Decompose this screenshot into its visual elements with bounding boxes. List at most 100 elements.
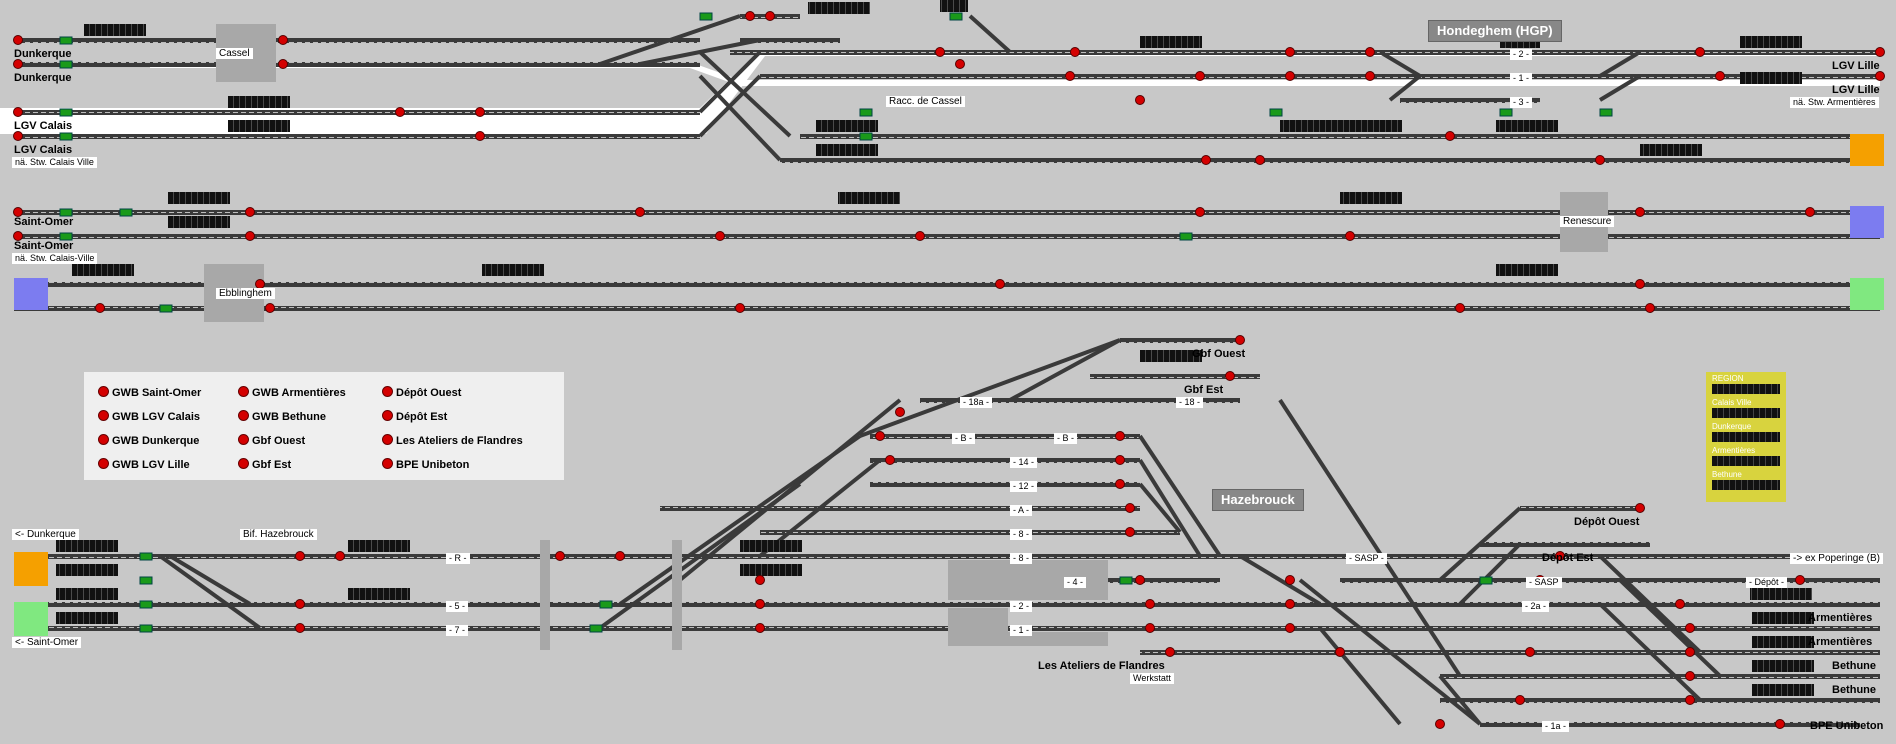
- signal-aspect-green[interactable]: [59, 132, 73, 141]
- signal-light[interactable]: [13, 59, 23, 69]
- signal-light[interactable]: [1125, 527, 1135, 537]
- signal-aspect-green[interactable]: [1599, 108, 1613, 117]
- legend-item[interactable]: Dépôt Ouest: [382, 386, 461, 399]
- signal-light[interactable]: [1795, 575, 1805, 585]
- signal-light[interactable]: [1285, 47, 1295, 57]
- signal-counter[interactable]: [1496, 120, 1558, 132]
- track-diagonal[interactable]: [1598, 554, 1702, 654]
- signal-light[interactable]: [1195, 207, 1205, 217]
- section-green-mid[interactable]: [1850, 278, 1884, 310]
- signal-counter[interactable]: [740, 564, 802, 576]
- signal-light[interactable]: [1165, 647, 1175, 657]
- track-diagonal[interactable]: [1238, 554, 1322, 606]
- signal-light[interactable]: [1685, 671, 1695, 681]
- signal-counter[interactable]: [56, 588, 118, 600]
- track-segment[interactable]: [1440, 674, 1880, 679]
- signal-aspect-green[interactable]: [139, 552, 153, 561]
- signal-aspect-green[interactable]: [599, 600, 613, 609]
- legend-item[interactable]: GWB Dunkerque: [98, 434, 199, 447]
- signal-aspect-green[interactable]: [59, 36, 73, 45]
- track-diagonal[interactable]: [1138, 458, 1202, 558]
- track-segment[interactable]: [1120, 338, 1240, 343]
- signal-counter[interactable]: [1750, 588, 1812, 600]
- signal-light[interactable]: [295, 599, 305, 609]
- signal-light[interactable]: [1135, 95, 1145, 105]
- signal-counter[interactable]: [740, 540, 802, 552]
- signal-light[interactable]: [995, 279, 1005, 289]
- signal-counter[interactable]: [56, 564, 118, 576]
- signal-light[interactable]: [1595, 155, 1605, 165]
- track-segment[interactable]: [1400, 98, 1540, 103]
- signal-light[interactable]: [1525, 647, 1535, 657]
- signal-light[interactable]: [1115, 455, 1125, 465]
- signal-light[interactable]: [715, 231, 725, 241]
- signal-aspect-green[interactable]: [139, 576, 153, 585]
- signal-light[interactable]: [885, 455, 895, 465]
- section-orange-left[interactable]: [14, 552, 48, 586]
- track-segment[interactable]: [14, 134, 700, 139]
- signal-counter[interactable]: [1740, 72, 1802, 84]
- signal-light[interactable]: [1065, 71, 1075, 81]
- track-diagonal[interactable]: [968, 14, 1012, 54]
- section-blue-left[interactable]: [14, 278, 48, 310]
- signal-light[interactable]: [1435, 719, 1445, 729]
- track-segment[interactable]: [14, 602, 1880, 607]
- track-segment[interactable]: [800, 134, 1880, 139]
- signal-light[interactable]: [295, 551, 305, 561]
- legend-item[interactable]: GWB LGV Calais: [98, 410, 200, 423]
- track-diagonal[interactable]: [1458, 542, 1522, 606]
- track-diagonal[interactable]: [1278, 398, 1462, 678]
- track-segment[interactable]: [730, 50, 1880, 55]
- signal-light[interactable]: [1070, 47, 1080, 57]
- track-segment[interactable]: [1340, 578, 1880, 583]
- signal-counter[interactable]: [56, 612, 118, 624]
- signal-counter[interactable]: [1340, 120, 1402, 132]
- legend-item[interactable]: GWB Armentières: [238, 386, 346, 399]
- signal-light[interactable]: [1775, 719, 1785, 729]
- signal-light[interactable]: [1685, 647, 1695, 657]
- signal-light[interactable]: [1115, 479, 1125, 489]
- track-segment[interactable]: [760, 554, 1180, 559]
- signal-counter[interactable]: [1280, 120, 1342, 132]
- signal-aspect-green[interactable]: [119, 208, 133, 217]
- track-segment[interactable]: [920, 398, 1240, 403]
- track-segment[interactable]: [1140, 650, 1880, 655]
- signal-light[interactable]: [615, 551, 625, 561]
- region-counter[interactable]: [1712, 408, 1780, 418]
- track-diagonal[interactable]: [168, 554, 252, 606]
- signal-counter[interactable]: [838, 192, 900, 204]
- legend-item[interactable]: Gbf Est: [238, 458, 291, 471]
- signal-counter[interactable]: [1740, 36, 1802, 48]
- signal-light[interactable]: [1685, 695, 1695, 705]
- track-segment[interactable]: [870, 434, 1140, 439]
- signal-light[interactable]: [955, 59, 965, 69]
- track-diagonal[interactable]: [859, 338, 1121, 438]
- signal-aspect-green[interactable]: [59, 208, 73, 217]
- track-segment[interactable]: [870, 458, 1140, 463]
- legend-item[interactable]: GWB Saint-Omer: [98, 386, 201, 399]
- signal-light[interactable]: [1675, 599, 1685, 609]
- track-segment[interactable]: [660, 506, 1140, 511]
- signal-aspect-green[interactable]: [59, 108, 73, 117]
- signal-light[interactable]: [1285, 71, 1295, 81]
- track-segment[interactable]: [1440, 698, 1880, 703]
- track-diagonal[interactable]: [698, 50, 792, 138]
- signal-aspect-green[interactable]: [949, 12, 963, 21]
- signal-light[interactable]: [875, 431, 885, 441]
- signal-light[interactable]: [1715, 71, 1725, 81]
- signal-light[interactable]: [395, 107, 405, 117]
- signal-light[interactable]: [765, 11, 775, 21]
- signal-light[interactable]: [1365, 71, 1375, 81]
- signal-light[interactable]: [265, 303, 275, 313]
- track-segment[interactable]: [14, 62, 700, 67]
- signal-light[interactable]: [555, 551, 565, 561]
- region-counter[interactable]: [1712, 480, 1780, 490]
- track-diagonal[interactable]: [1318, 626, 1402, 726]
- track-diagonal[interactable]: [678, 398, 902, 582]
- signal-light[interactable]: [1635, 503, 1645, 513]
- region-counter[interactable]: [1712, 432, 1780, 442]
- signal-light[interactable]: [1555, 551, 1565, 561]
- signal-counter[interactable]: [1140, 36, 1202, 48]
- track-diagonal[interactable]: [599, 14, 741, 66]
- track-diagonal[interactable]: [1298, 578, 1482, 726]
